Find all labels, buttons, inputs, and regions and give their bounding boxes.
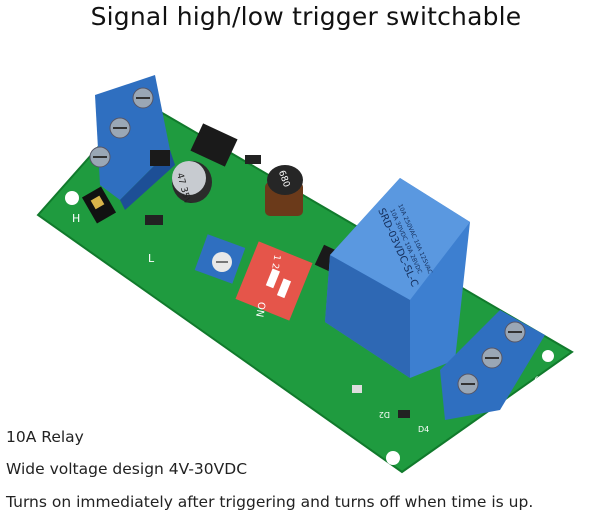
potentiometer[interactable] <box>194 234 246 284</box>
inductor: 680 <box>265 165 303 216</box>
ic-chip <box>190 123 238 167</box>
relay-module-photo: DC+ H L 47 35V 680 ON 1 2 SRD-03VDC-SL-C… <box>36 75 574 474</box>
feature-relay: 10A Relay <box>6 428 84 446</box>
jumper-l-label: L <box>148 252 155 265</box>
diode <box>398 410 410 418</box>
capacitor: 47 35V <box>172 161 212 206</box>
terminal-no-label: NO <box>482 430 498 447</box>
input-terminal-block <box>89 75 175 210</box>
resistor <box>145 215 163 225</box>
relay: SRD-03VDC-SL-C 10A 250VAC 10A 125VAC 10A… <box>325 178 470 378</box>
mount-hole <box>65 191 79 205</box>
feature-timing: Turns on immediately after triggering an… <box>6 493 534 511</box>
svg-text:ON: ON <box>253 301 267 318</box>
output-terminal-block <box>440 310 545 420</box>
dip-switch[interactable]: ON 1 2 <box>235 241 313 321</box>
terminal-com-label: COM <box>504 401 524 424</box>
led <box>352 385 362 393</box>
d4-label: D4 <box>418 425 429 434</box>
jumper-h-label: H <box>72 212 80 225</box>
svg-text:1 2: 1 2 <box>269 254 281 270</box>
feature-voltage: Wide voltage design 4V-30VDC <box>6 460 248 478</box>
mount-hole <box>542 350 554 362</box>
ic-chip <box>150 150 170 166</box>
d2-label: D2 <box>379 410 390 419</box>
page-title: Signal high/low trigger switchable <box>90 2 522 31</box>
mount-hole <box>386 451 400 465</box>
resistor <box>245 155 261 164</box>
